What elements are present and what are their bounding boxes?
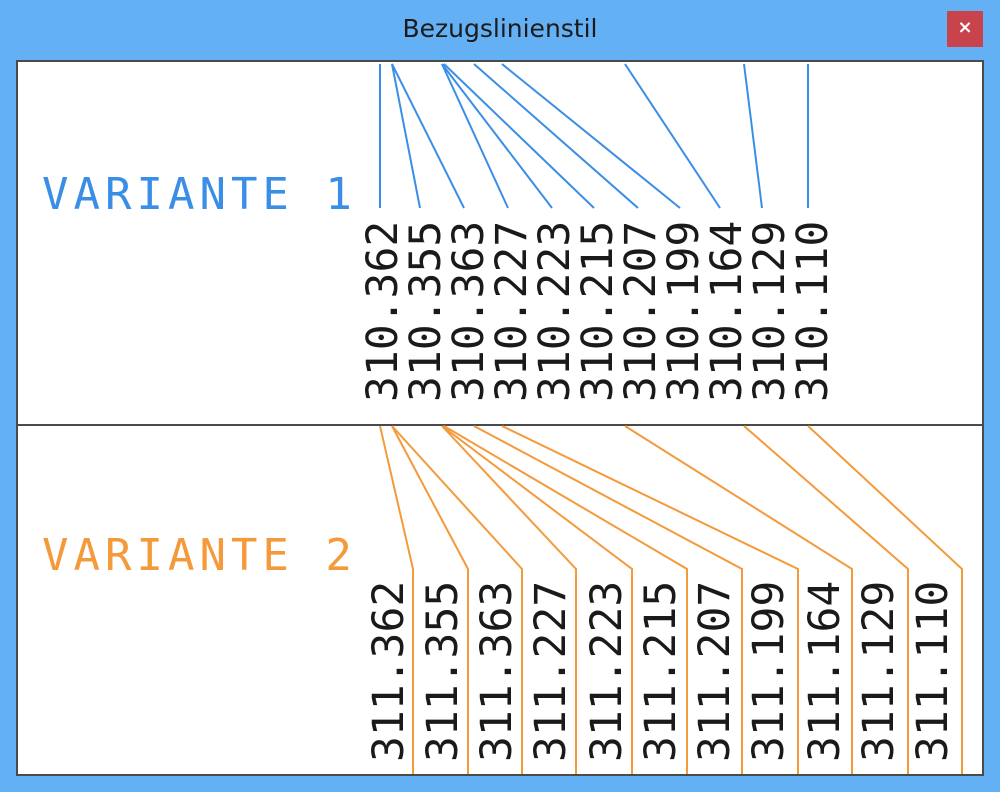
label-v2-1: 311.355 xyxy=(418,581,468,762)
leader-line-v2-1 xyxy=(391,425,469,774)
label-v2-9: 311.129 xyxy=(854,581,904,762)
label-v1-1: 310.355 xyxy=(401,221,451,402)
variant-1-label: VARIANTE 1 xyxy=(42,169,357,220)
label-v1-4: 310.223 xyxy=(530,221,580,402)
variant-1-group: 310.362310.355310.363310.227310.223310.2… xyxy=(358,63,838,402)
label-v1-2: 310.363 xyxy=(444,221,494,402)
label-v2-7: 311.199 xyxy=(744,581,794,762)
label-v1-6: 310.207 xyxy=(616,221,666,402)
title-bar[interactable]: Bezugslinienstil × xyxy=(0,0,1000,58)
label-v1-3: 310.227 xyxy=(487,221,537,402)
leader-line-v2-7 xyxy=(501,425,799,774)
leader-line-v2-9 xyxy=(743,425,909,774)
leader-line-v2-4 xyxy=(441,425,633,774)
label-v1-10: 310.110 xyxy=(788,221,838,402)
leader-line-v1-1 xyxy=(391,63,421,209)
label-v2-2: 311.363 xyxy=(472,581,522,762)
leader-line-v2-8 xyxy=(624,425,853,774)
label-v1-0: 310.362 xyxy=(358,221,408,402)
leader-line-v1-7 xyxy=(501,63,681,209)
leader-line-v1-5 xyxy=(443,63,595,209)
label-v1-5: 310.215 xyxy=(573,221,623,402)
label-v2-6: 311.207 xyxy=(690,581,740,762)
label-v1-7: 310.199 xyxy=(659,221,709,402)
label-v1-8: 310.164 xyxy=(702,221,752,402)
leader-line-v2-0 xyxy=(379,425,414,774)
window-title: Bezugslinienstil xyxy=(402,14,598,43)
leader-line-v1-8 xyxy=(624,63,721,209)
leader-line-drawing: VARIANTE 1 VARIANTE 2 310.362310.355310.… xyxy=(18,63,982,774)
label-v2-0: 311.362 xyxy=(364,581,414,762)
leader-line-v2-10 xyxy=(807,425,963,774)
label-v2-10: 311.110 xyxy=(908,581,958,762)
label-v2-4: 311.223 xyxy=(582,581,632,762)
label-v2-5: 311.215 xyxy=(636,581,686,762)
leader-line-v1-3 xyxy=(441,63,509,209)
leader-line-v2-3 xyxy=(441,425,577,774)
leader-line-v2-6 xyxy=(473,425,743,774)
leader-line-v1-4 xyxy=(441,63,553,209)
label-v2-8: 311.164 xyxy=(800,581,850,762)
leader-line-v2-5 xyxy=(443,425,688,774)
variant-2-label: VARIANTE 2 xyxy=(42,530,357,581)
close-button[interactable]: × xyxy=(947,11,983,47)
leader-line-v2-2 xyxy=(391,425,523,774)
label-v1-9: 310.129 xyxy=(745,221,795,402)
leader-line-v1-2 xyxy=(391,63,465,209)
label-v2-3: 311.227 xyxy=(526,581,576,762)
leader-line-v1-6 xyxy=(473,63,639,209)
leader-line-v1-9 xyxy=(743,63,763,209)
